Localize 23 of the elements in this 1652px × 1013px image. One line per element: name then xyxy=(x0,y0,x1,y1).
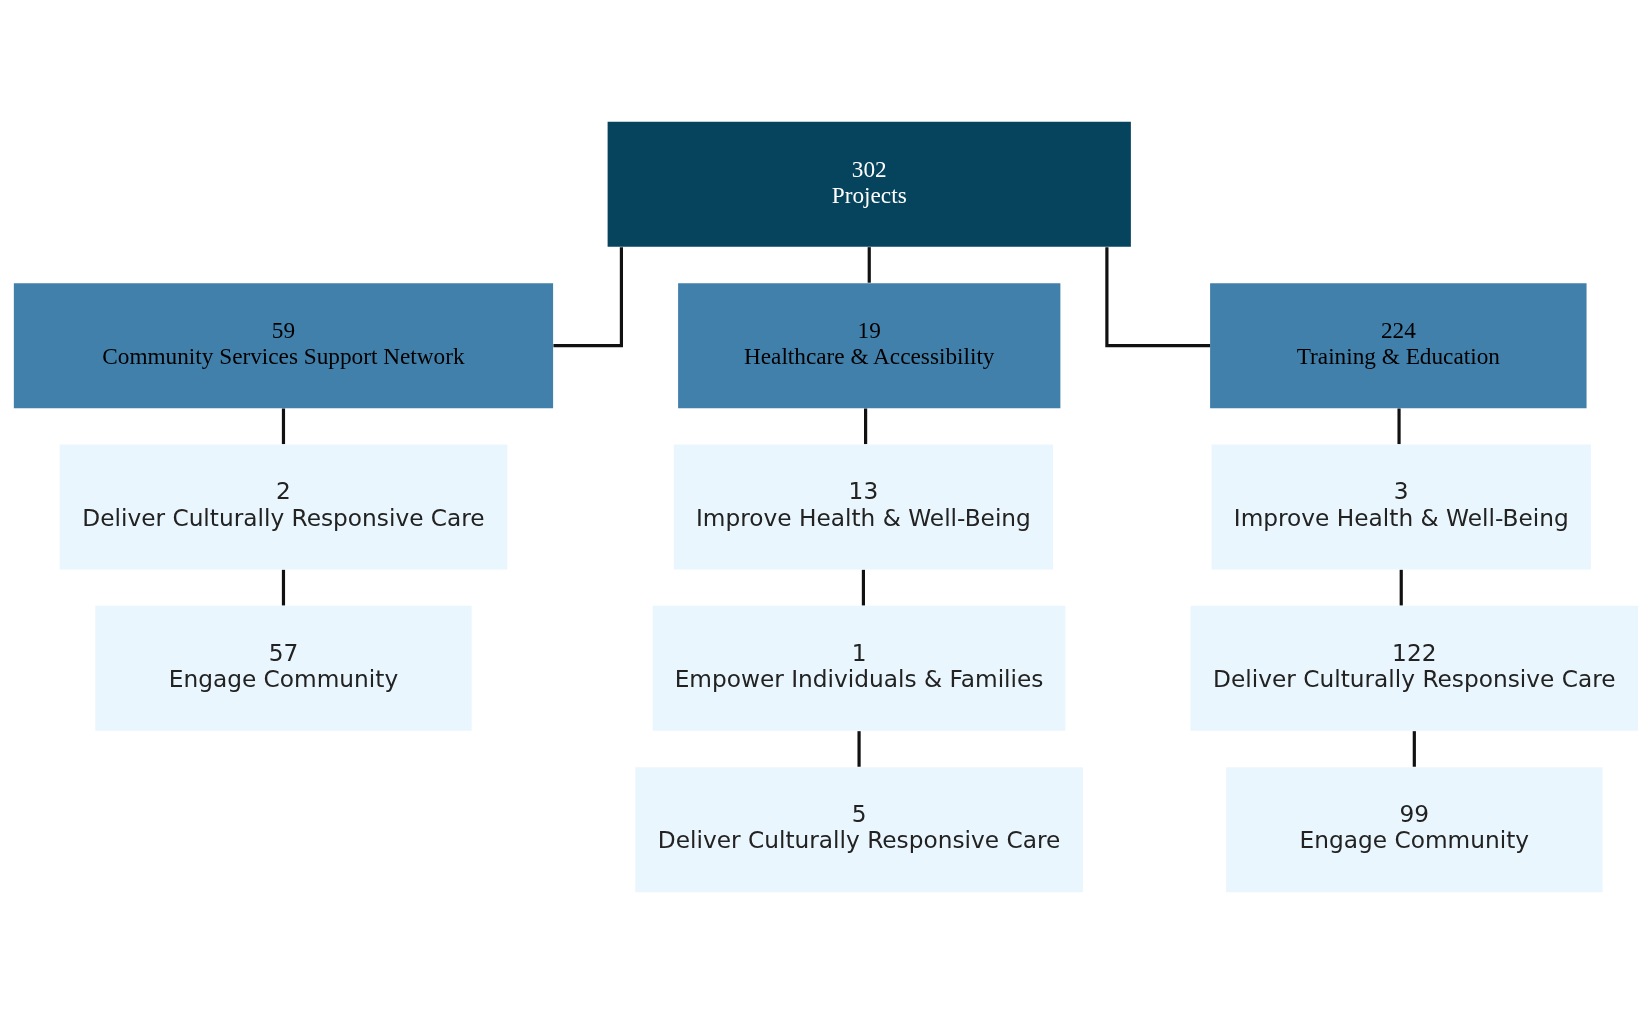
connector xyxy=(1105,246,1211,347)
node-box: 5 Deliver Culturally Responsive Care xyxy=(635,766,1083,892)
connector xyxy=(281,408,286,444)
connector xyxy=(867,246,871,283)
node-box: 59 Community Services Support Network xyxy=(13,282,554,408)
node-box: 99 Engage Community xyxy=(1226,766,1603,892)
connector xyxy=(1397,408,1401,444)
node-box: 122 Deliver Culturally Responsive Care xyxy=(1190,605,1639,731)
node-box: 19 Healthcare & Accessibility xyxy=(678,282,1061,408)
node-box: 2 Deliver Culturally Responsive Care xyxy=(59,444,508,569)
connector xyxy=(861,569,866,605)
connector xyxy=(857,730,861,767)
connector xyxy=(553,246,623,347)
connector xyxy=(281,569,286,605)
connector xyxy=(864,408,868,444)
connector xyxy=(1399,569,1403,605)
connector xyxy=(1412,730,1416,767)
node-box: 1 Empower Individuals & Families xyxy=(652,605,1066,731)
node-box: 13 Improve Health & Well-Being xyxy=(673,444,1054,569)
node-box: 3 Improve Health & Well-Being xyxy=(1211,444,1591,569)
node-box: 57 Engage Community xyxy=(95,605,472,731)
node-box: 224 Training & Education xyxy=(1210,282,1587,408)
node-box: 302 Projects xyxy=(607,121,1131,247)
